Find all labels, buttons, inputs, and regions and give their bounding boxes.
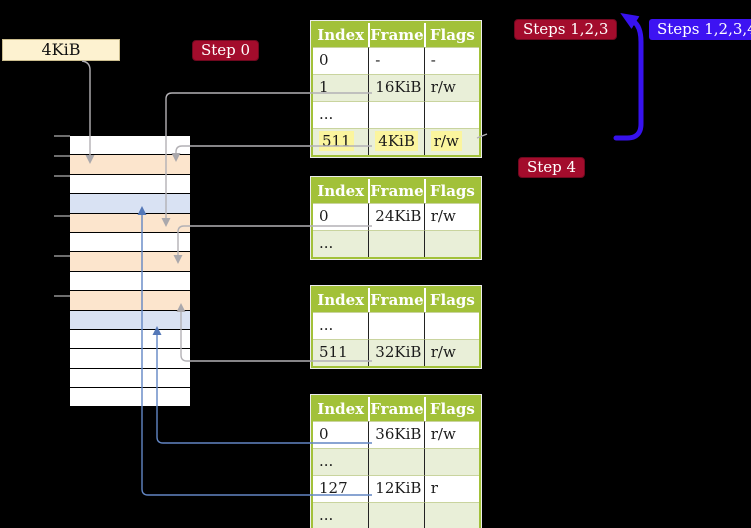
column-header-index: Index — [313, 179, 369, 203]
table-cell: 24KiB — [368, 203, 424, 230]
table-cell — [368, 448, 424, 475]
table-cell: ... — [313, 448, 369, 475]
address-tick — [54, 215, 70, 217]
table-cell — [423, 502, 479, 528]
table-cell: r/w — [423, 339, 479, 366]
address-tick — [54, 155, 70, 157]
table-cell: 4KiB — [368, 128, 424, 155]
highlighted-value: 511 — [319, 131, 354, 151]
column-header-frame: Frame — [368, 397, 424, 421]
table-cell: 32KiB — [368, 339, 424, 366]
memory-frame-10 — [70, 329, 190, 350]
table-cell — [368, 230, 424, 257]
memory-frame-1 — [70, 155, 190, 175]
memory-frame-13 — [70, 388, 190, 408]
page-size-label: 4KiB — [2, 39, 120, 61]
memory-frame-0 — [70, 136, 190, 156]
table-cell: 0 — [313, 421, 369, 448]
badge-steps-1-2-3: Steps 1,2,3 — [514, 19, 618, 40]
memory-frame-5 — [70, 232, 190, 253]
recursive-arrow — [613, 13, 644, 141]
table-cell: ... — [313, 101, 369, 128]
table-cell: 511 — [313, 339, 369, 366]
table-cell: r/w — [423, 74, 479, 101]
table-cell: 36KiB — [368, 421, 424, 448]
memory-frame-2 — [70, 174, 190, 195]
table-cell: r/w — [423, 421, 479, 448]
badge-steps-1-2-3-4: Steps 1,2,3,4 — [649, 19, 751, 40]
memory-frame-9 — [70, 310, 190, 330]
highlighted-value: 4KiB — [375, 131, 418, 151]
memory-frame-11 — [70, 349, 190, 369]
table-cell: 127 — [313, 475, 369, 502]
table-cell — [423, 101, 479, 128]
memory-strip — [70, 136, 190, 408]
table-cell — [368, 101, 424, 128]
table-cell: ... — [313, 312, 369, 339]
table-cell — [423, 312, 479, 339]
column-header-flags: Flags — [423, 23, 479, 47]
memory-frame-4 — [70, 213, 190, 233]
table-cell: 12KiB — [368, 475, 424, 502]
address-tick — [54, 295, 70, 297]
table-cell: - — [368, 47, 424, 74]
badge-step-4: Step 4 — [518, 157, 586, 178]
table-cell: 16KiB — [368, 74, 424, 101]
table-cell: - — [423, 47, 479, 74]
table-cell: 0 — [313, 203, 369, 230]
table-cell: 1 — [313, 74, 369, 101]
table-cell: r/w — [423, 128, 479, 155]
table-cell: 0 — [313, 47, 369, 74]
column-header-index: Index — [313, 288, 369, 312]
table-cell — [423, 230, 479, 257]
memory-frame-7 — [70, 271, 190, 292]
table-cell: 511 — [313, 128, 369, 155]
column-header-frame: Frame — [368, 179, 424, 203]
address-tick — [54, 175, 70, 177]
memory-frame-6 — [70, 252, 190, 272]
column-header-flags: Flags — [423, 288, 479, 312]
badge-step-0: Step 0 — [192, 40, 260, 61]
table-cell — [423, 448, 479, 475]
column-header-flags: Flags — [423, 179, 479, 203]
table-cell — [368, 502, 424, 528]
table-cell: r — [423, 475, 479, 502]
table-cell: ... — [313, 230, 369, 257]
column-header-frame: Frame — [368, 288, 424, 312]
address-tick — [54, 135, 70, 137]
memory-frame-12 — [70, 368, 190, 389]
address-tick — [54, 255, 70, 257]
table-cell: ... — [313, 502, 369, 528]
memory-frame-3 — [70, 194, 190, 214]
column-header-flags: Flags — [423, 397, 479, 421]
memory-frame-8 — [70, 291, 190, 311]
column-header-frame: Frame — [368, 23, 424, 47]
table-cell — [368, 312, 424, 339]
column-header-index: Index — [313, 23, 369, 47]
column-header-index: Index — [313, 397, 369, 421]
highlighted-value: r/w — [430, 131, 462, 151]
table-cell: r/w — [423, 203, 479, 230]
